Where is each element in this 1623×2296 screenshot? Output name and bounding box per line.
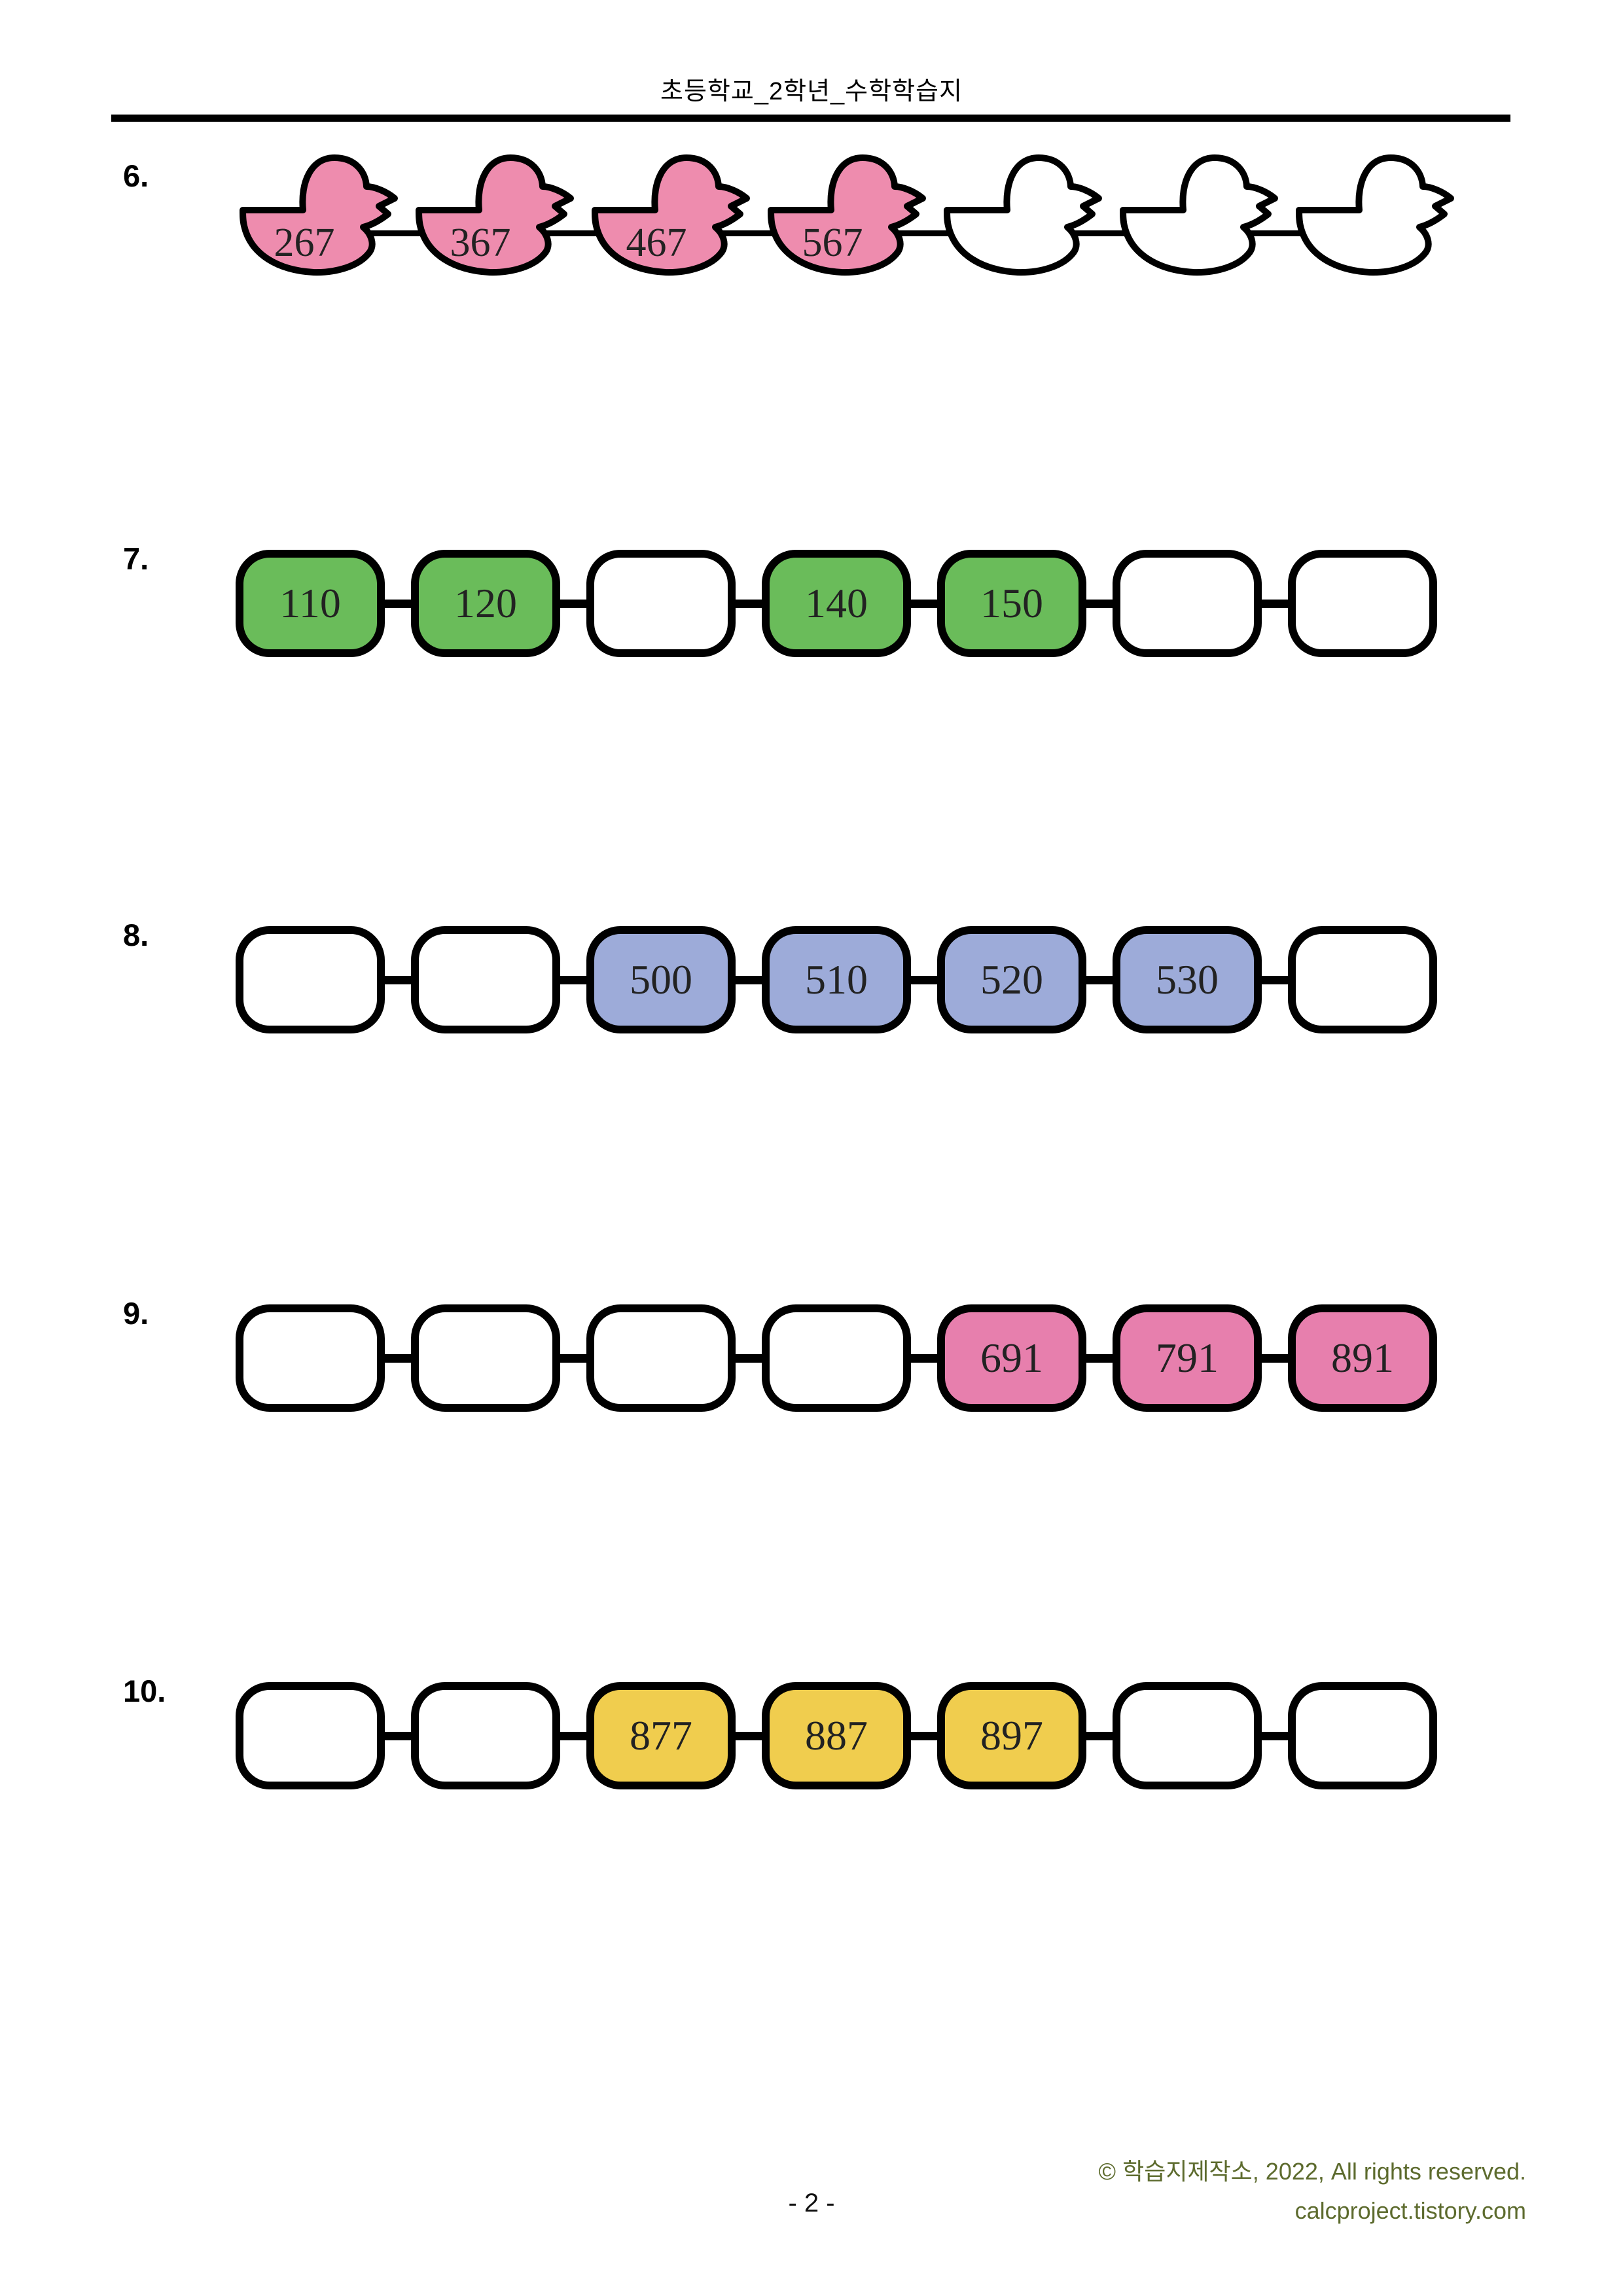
cell-number: 150 xyxy=(980,580,1043,626)
duck-icon xyxy=(240,154,398,276)
sequence-cell-filled: 530 xyxy=(1113,926,1262,1033)
duck-icon xyxy=(416,154,574,276)
cell-number: 877 xyxy=(630,1712,692,1759)
duck-cell-answer-blank[interactable] xyxy=(1294,152,1457,277)
sequence-cell-filled: 120 xyxy=(411,550,560,657)
cell-number: 530 xyxy=(1156,956,1219,1003)
cell-number: 897 xyxy=(980,1712,1043,1759)
sequence-cell-filled: 887 xyxy=(762,1682,911,1789)
cell-number: 367 xyxy=(450,221,511,265)
sequence-cell-filled: 150 xyxy=(937,550,1086,657)
sequence-cell-answer-blank[interactable] xyxy=(762,1304,911,1412)
cell-number: 520 xyxy=(980,956,1043,1003)
page-title: 초등학교_2학년_수학학습지 xyxy=(660,78,963,105)
website-url: calcproject.tistory.com xyxy=(1294,2197,1526,2224)
sequence-cell-answer-blank[interactable] xyxy=(1113,550,1262,657)
sequence-cell-answer-blank[interactable] xyxy=(1288,550,1437,657)
sequence-cell-answer-blank[interactable] xyxy=(411,1304,560,1412)
sequence-cell-answer-blank[interactable] xyxy=(236,1682,385,1789)
duck-cell-answer-blank[interactable] xyxy=(1118,152,1281,277)
duck-icon xyxy=(768,154,926,276)
number-sequence-boxes: 110 120 140 150 xyxy=(236,550,1437,657)
sequence-cell-answer-blank[interactable] xyxy=(1113,1682,1262,1789)
sequence-cell-filled: 110 xyxy=(236,550,385,657)
number-sequence-boxes: 877 887 897 xyxy=(236,1682,1437,1789)
number-sequence-boxes: 691 791 891 xyxy=(236,1304,1437,1412)
sequence-cell-answer-blank[interactable] xyxy=(586,550,736,657)
number-sequence-ducks: 267 367 467 567 xyxy=(238,152,1457,277)
problem-number: 9. xyxy=(123,1296,149,1331)
problem-number: 7. xyxy=(123,541,149,576)
problem-9: 9. 691 791 891 xyxy=(0,1296,1623,1422)
cell-number: 267 xyxy=(274,221,335,265)
copyright-text: © 학습지제작소, 2022, All rights reserved. xyxy=(1098,2158,1526,2185)
cell-number: 891 xyxy=(1331,1335,1394,1381)
problem-number: 10. xyxy=(123,1674,166,1708)
cell-number: 691 xyxy=(980,1335,1043,1381)
duck-cell-filled: 367 xyxy=(416,154,574,276)
cell-number: 140 xyxy=(805,580,868,626)
duck-icon xyxy=(592,154,750,276)
problem-6: 6. 267 367 467 567 xyxy=(0,152,1623,283)
footer-copyright-block: © 학습지제작소, 2022, All rights reserved. cal… xyxy=(1099,2152,1526,2231)
cell-number: 467 xyxy=(626,221,687,265)
sequence-cell-filled: 897 xyxy=(937,1682,1086,1789)
cell-number: 500 xyxy=(630,956,692,1003)
duck-cell-answer-blank[interactable] xyxy=(942,152,1105,277)
duck-cell-filled: 467 xyxy=(592,154,750,276)
sequence-cell-answer-blank[interactable] xyxy=(1288,926,1437,1033)
problem-10: 10. 877 887 897 xyxy=(0,1674,1623,1800)
header-divider xyxy=(111,115,1510,122)
duck-icon xyxy=(944,154,1102,276)
sequence-cell-filled: 691 xyxy=(937,1304,1086,1412)
duck-icon xyxy=(1120,154,1278,276)
problem-7: 7. 110 120 140 150 xyxy=(0,541,1623,668)
cell-number: 567 xyxy=(802,221,863,265)
cell-number: 120 xyxy=(454,580,517,626)
cell-number: 110 xyxy=(279,580,341,626)
sequence-cell-answer-blank[interactable] xyxy=(236,926,385,1033)
cell-number: 510 xyxy=(805,956,868,1003)
sequence-cell-filled: 520 xyxy=(937,926,1086,1033)
sequence-cell-filled: 877 xyxy=(586,1682,736,1789)
sequence-cell-filled: 140 xyxy=(762,550,911,657)
page-number: - 2 - xyxy=(788,2189,835,2217)
cell-number: 887 xyxy=(805,1712,868,1759)
sequence-cell-answer-blank[interactable] xyxy=(586,1304,736,1412)
cell-number: 791 xyxy=(1156,1335,1219,1381)
problem-number: 6. xyxy=(123,158,149,193)
sequence-cell-filled: 510 xyxy=(762,926,911,1033)
number-sequence-boxes: 500 510 520 530 xyxy=(236,926,1437,1033)
sequence-cell-answer-blank[interactable] xyxy=(411,1682,560,1789)
duck-icon xyxy=(1296,154,1454,276)
duck-cell-filled: 567 xyxy=(768,154,926,276)
sequence-cell-filled: 500 xyxy=(586,926,736,1033)
sequence-cell-filled: 891 xyxy=(1288,1304,1437,1412)
problem-8: 8. 500 510 520 530 xyxy=(0,918,1623,1044)
sequence-cell-filled: 791 xyxy=(1113,1304,1262,1412)
sequence-cell-answer-blank[interactable] xyxy=(411,926,560,1033)
problem-number: 8. xyxy=(123,918,149,952)
sequence-cell-answer-blank[interactable] xyxy=(236,1304,385,1412)
sequence-cell-answer-blank[interactable] xyxy=(1288,1682,1437,1789)
duck-cell-filled: 267 xyxy=(240,154,398,276)
